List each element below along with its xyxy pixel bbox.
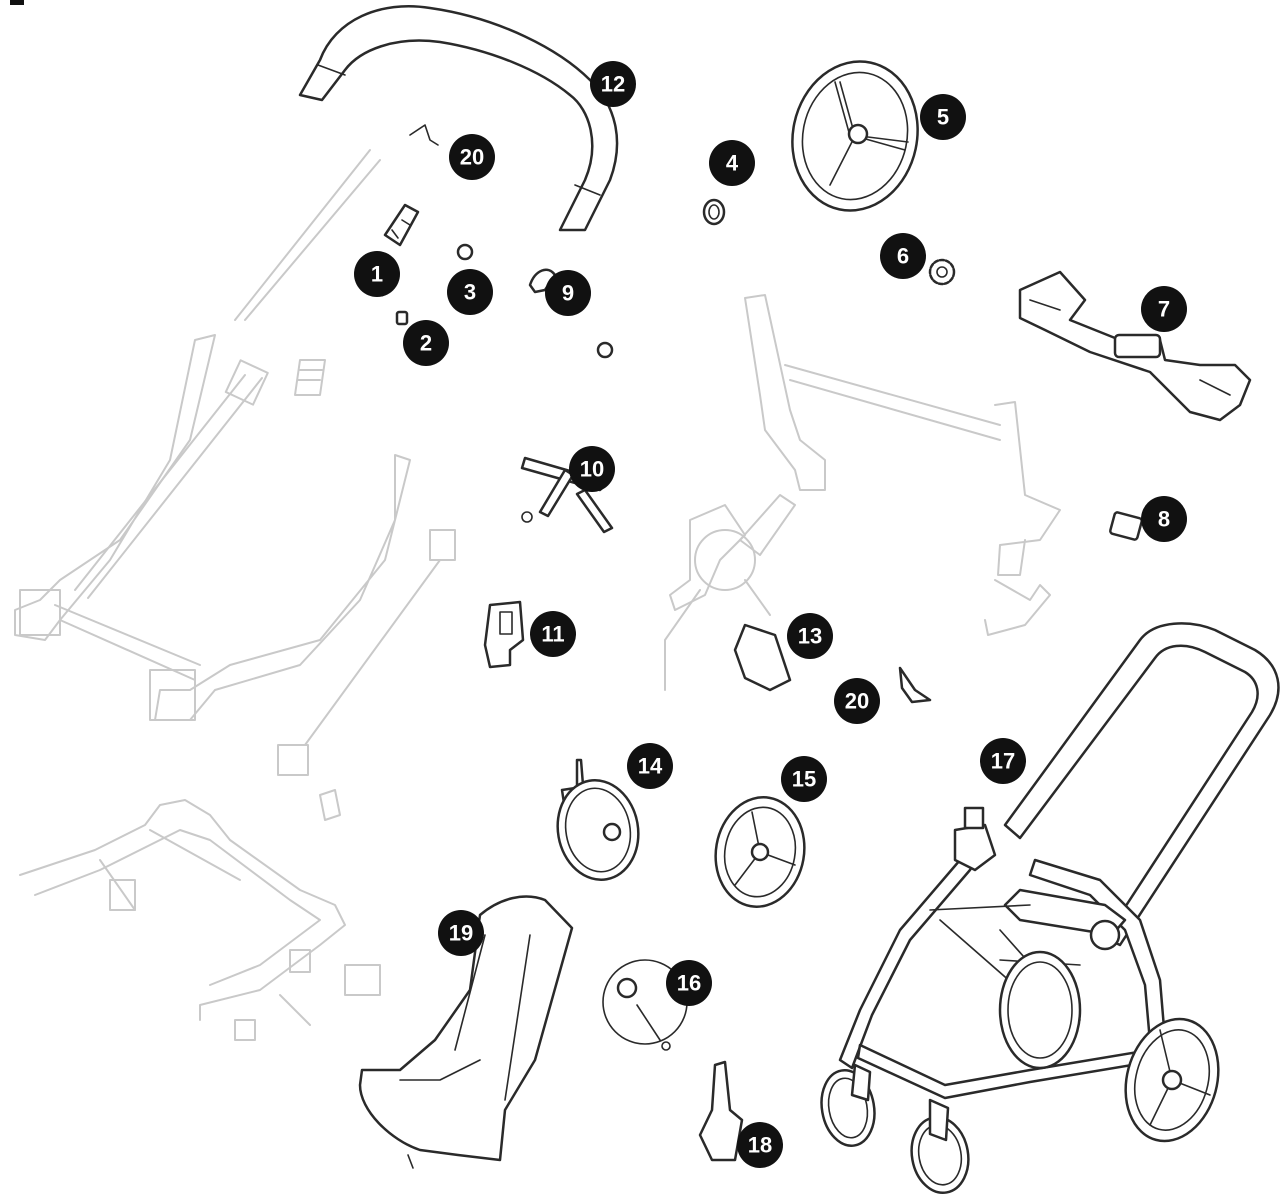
callout-19: 19 bbox=[438, 910, 484, 956]
wire-clip-part bbox=[409, 124, 439, 146]
handlebar-part bbox=[298, 5, 619, 232]
svg-text:3: 3 bbox=[464, 280, 476, 305]
small-clip-part bbox=[395, 310, 409, 326]
svg-text:10: 10 bbox=[580, 457, 604, 482]
rear-wheel-part bbox=[791, 60, 919, 212]
callout-16: 16 bbox=[666, 960, 712, 1006]
callout-1: 1 bbox=[354, 251, 400, 297]
ring-clamp-part bbox=[702, 198, 726, 226]
latch-part bbox=[383, 203, 420, 247]
svg-text:19: 19 bbox=[449, 921, 473, 946]
svg-text:18: 18 bbox=[748, 1133, 772, 1158]
svg-text:1: 1 bbox=[371, 262, 383, 287]
callout-10: 10 bbox=[569, 446, 615, 492]
callout-5: 5 bbox=[920, 94, 966, 140]
svg-text:11: 11 bbox=[541, 622, 564, 647]
callout-12: 12 bbox=[590, 61, 636, 107]
callout-2: 2 bbox=[403, 320, 449, 366]
seat-liner-part bbox=[358, 895, 574, 1169]
swivel-wheel-part bbox=[556, 758, 640, 881]
svg-text:2: 2 bbox=[420, 331, 432, 356]
svg-text:8: 8 bbox=[1158, 507, 1170, 532]
stroller-chassis-part bbox=[820, 622, 1280, 1194]
corner-mark bbox=[10, 0, 24, 5]
front-wheel-part bbox=[714, 796, 806, 908]
svg-text:16: 16 bbox=[677, 971, 701, 996]
callout-13: 13 bbox=[787, 613, 833, 659]
ghost-bumper-frame bbox=[744, 294, 1061, 636]
ghost-frame-assembly bbox=[14, 149, 456, 1041]
callout-20-mid: 20 bbox=[834, 678, 880, 724]
nut-part bbox=[456, 243, 474, 261]
svg-text:15: 15 bbox=[792, 767, 816, 792]
svg-text:13: 13 bbox=[798, 624, 822, 649]
svg-text:9: 9 bbox=[562, 281, 574, 306]
svg-text:12: 12 bbox=[601, 72, 625, 97]
callout-11: 11 bbox=[530, 611, 576, 657]
svg-text:20: 20 bbox=[845, 689, 869, 714]
band-part bbox=[733, 623, 792, 692]
svg-text:4: 4 bbox=[726, 151, 739, 176]
callout-3: 3 bbox=[447, 269, 493, 315]
svg-text:7: 7 bbox=[1158, 297, 1170, 322]
svg-text:14: 14 bbox=[638, 754, 663, 779]
fastener-kit-part bbox=[602, 959, 688, 1051]
callout-9: 9 bbox=[545, 270, 591, 316]
callout-20-top: 20 bbox=[449, 134, 495, 180]
callout-15: 15 bbox=[781, 756, 827, 802]
brake-pedal-part bbox=[698, 1060, 744, 1162]
svg-text:5: 5 bbox=[937, 105, 949, 130]
wire-clip-part-2 bbox=[898, 666, 932, 704]
svg-text:20: 20 bbox=[460, 145, 484, 170]
bracket-part bbox=[483, 600, 525, 669]
callout-8: 8 bbox=[1141, 496, 1187, 542]
callout-4: 4 bbox=[709, 140, 755, 186]
svg-text:6: 6 bbox=[897, 244, 909, 269]
callout-14: 14 bbox=[627, 743, 673, 789]
callout-17: 17 bbox=[980, 738, 1026, 784]
buckle-part bbox=[1109, 511, 1143, 541]
svg-text:17: 17 bbox=[991, 749, 1015, 774]
seat-adapter-part bbox=[1018, 270, 1252, 422]
callout-18: 18 bbox=[737, 1122, 783, 1168]
callout-7: 7 bbox=[1141, 286, 1187, 332]
callout-6: 6 bbox=[880, 233, 926, 279]
washer-part bbox=[596, 341, 614, 359]
gear-part bbox=[928, 258, 956, 286]
ghost-hub-assembly bbox=[664, 494, 796, 691]
